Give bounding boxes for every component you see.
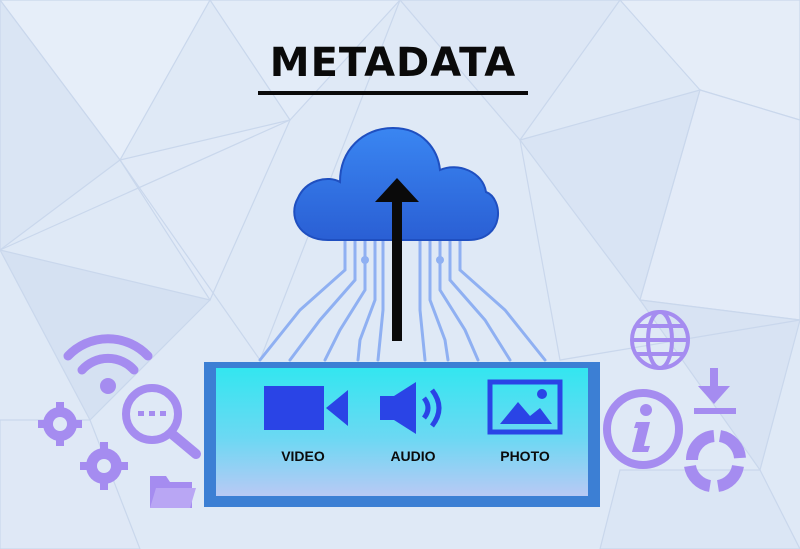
title-underline [258, 91, 528, 95]
video-label: VIDEO [281, 448, 325, 464]
media-panel-inner: VIDEO AUDIO PHOTO [216, 368, 588, 496]
image-icon [487, 379, 563, 435]
info-icon [603, 389, 683, 469]
video-item: VIDEO [256, 368, 366, 496]
gear-icon [80, 442, 128, 490]
photo-item: PHOTO [486, 368, 596, 496]
upload-arrow-icon [375, 178, 419, 341]
audio-item: AUDIO [376, 368, 486, 496]
audio-label: AUDIO [390, 448, 436, 464]
folder-icon [150, 476, 196, 508]
circuit-lines [258, 230, 547, 362]
page-title: METADATA [269, 40, 517, 86]
media-panel: VIDEO AUDIO PHOTO [204, 362, 600, 507]
gears-icon [38, 402, 82, 446]
wifi-icon [63, 334, 153, 394]
speaker-icon [380, 382, 442, 434]
download-cycle-icon [684, 368, 746, 492]
globe-icon [630, 310, 690, 370]
photo-label: PHOTO [500, 448, 550, 464]
search-icon [122, 384, 201, 459]
video-camera-icon [264, 386, 348, 430]
